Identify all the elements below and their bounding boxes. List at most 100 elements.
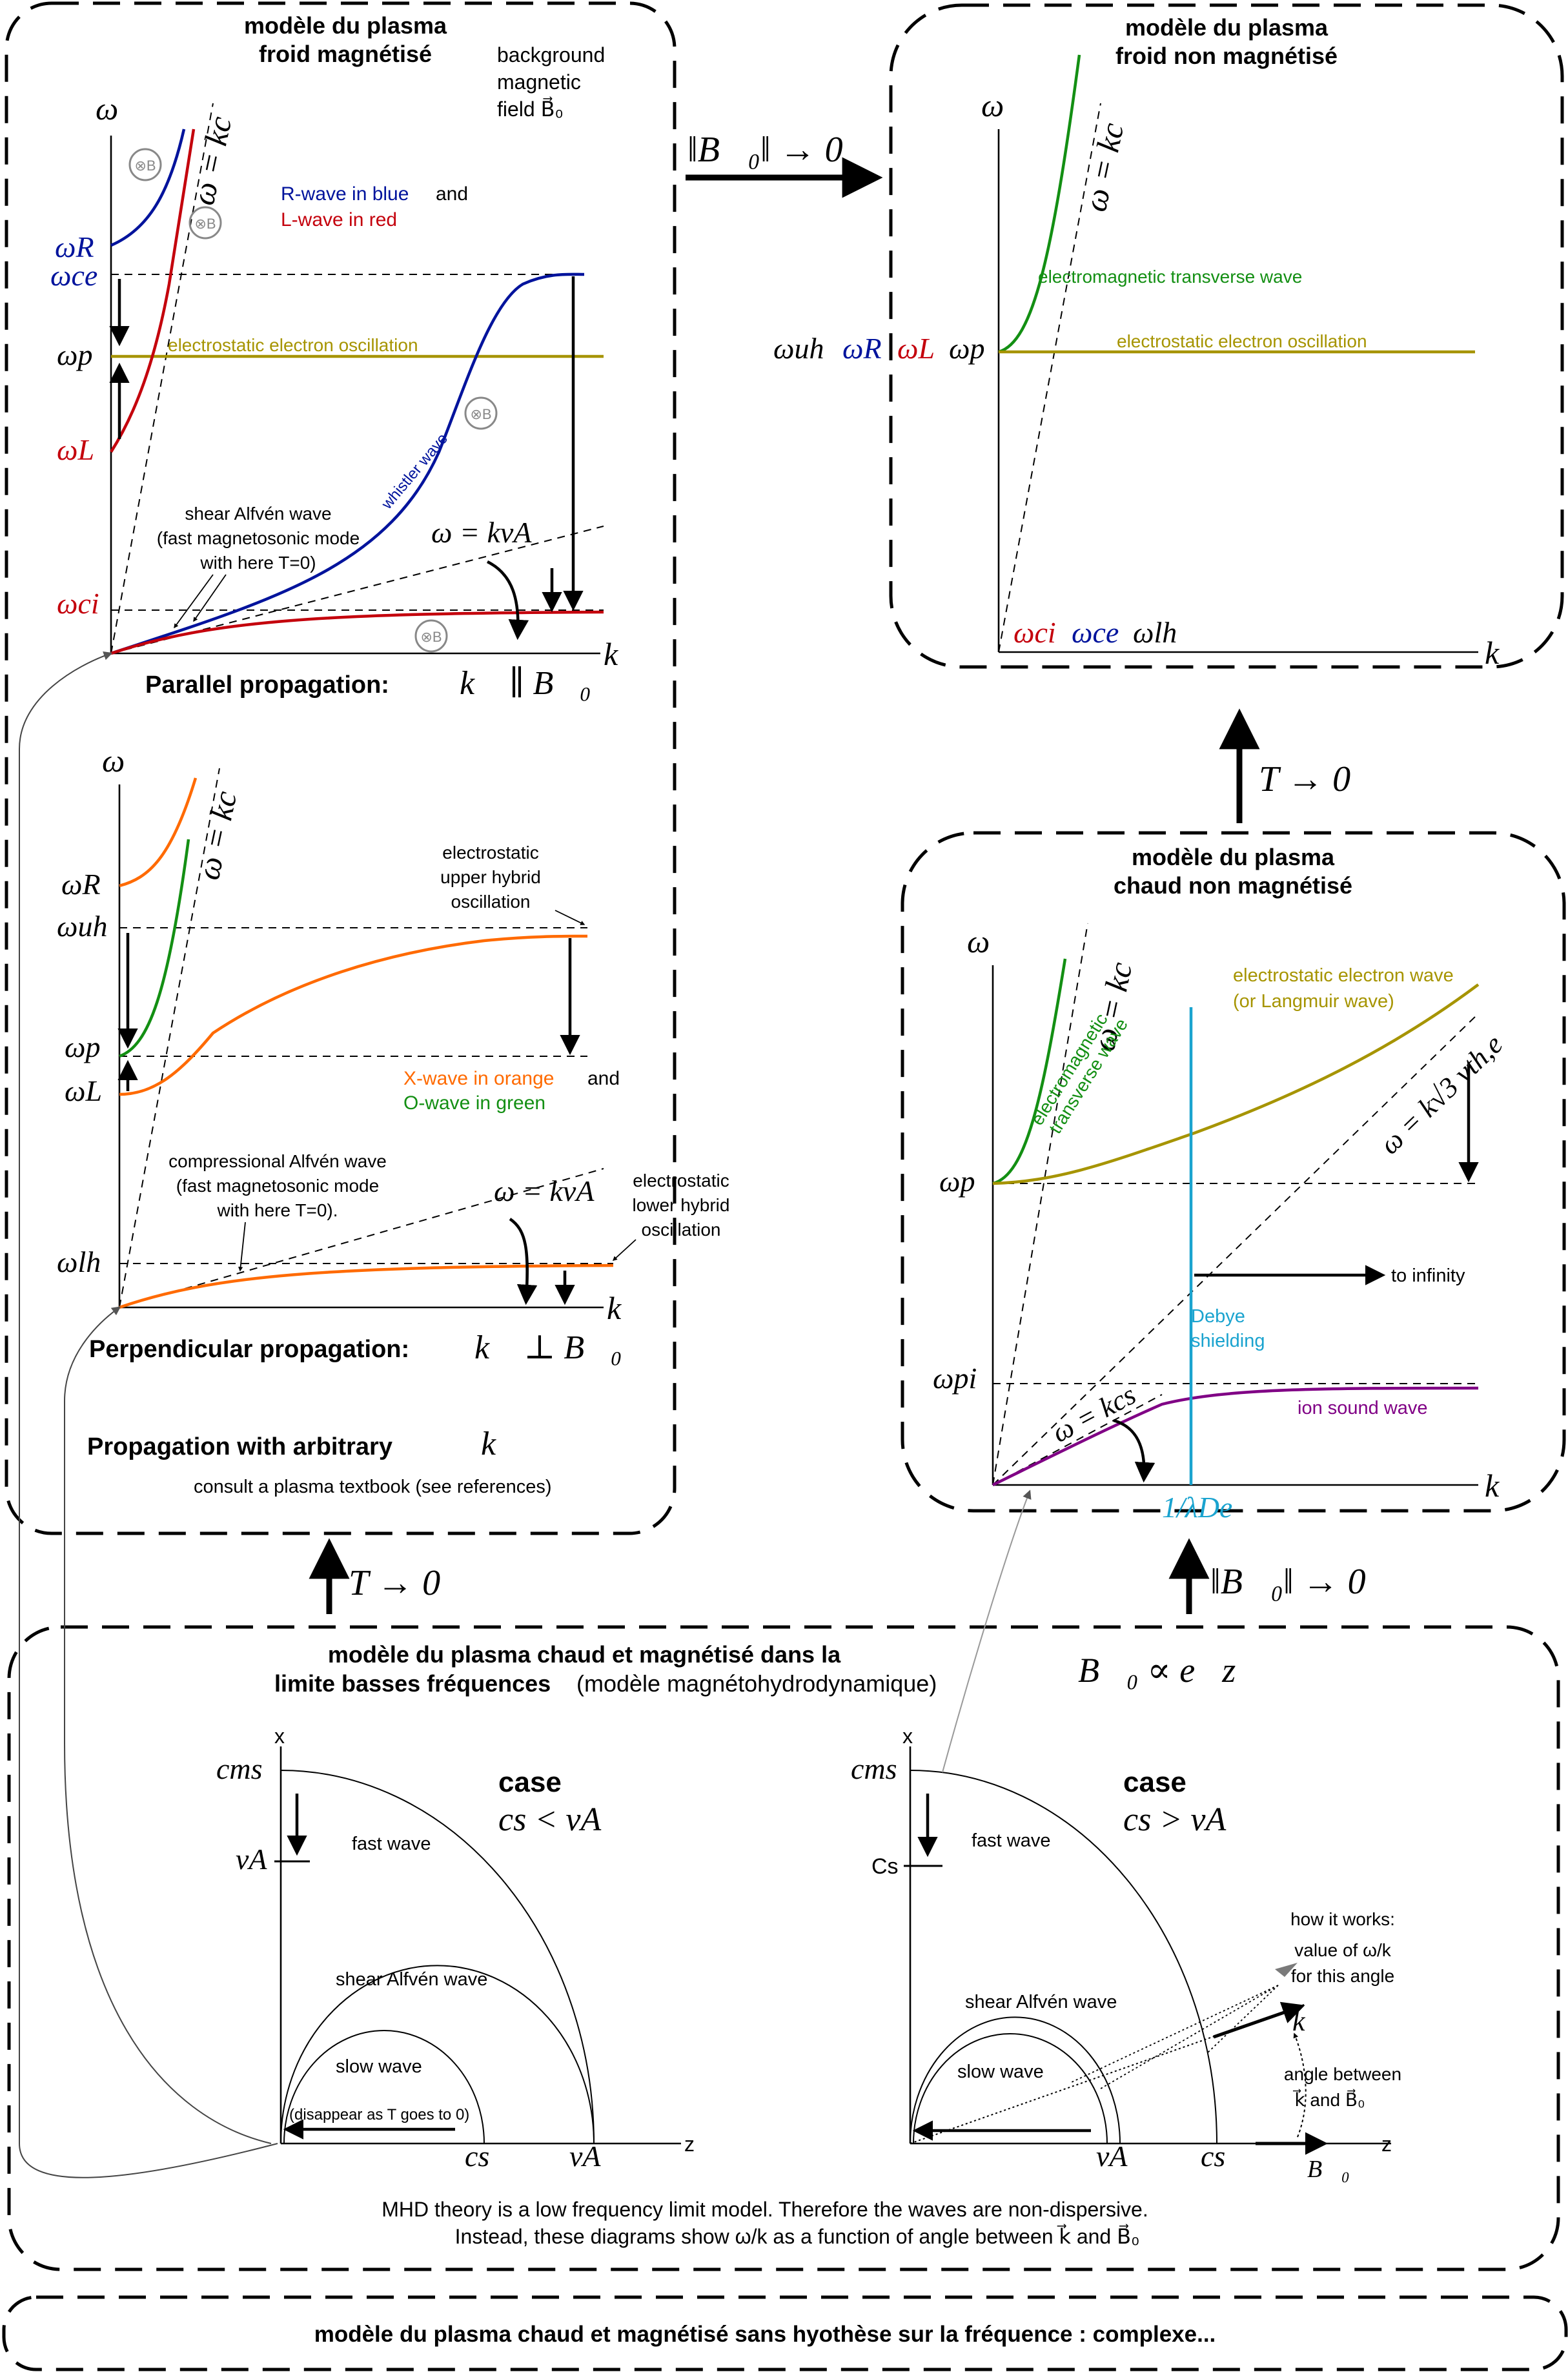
mhd-title-2-normal: (modèle magnétohydrodynamique) xyxy=(576,1670,937,1697)
parallel-y-label: ω xyxy=(96,90,118,127)
alfven-par-1: shear Alfvén wave xyxy=(185,504,331,524)
b-symbol-2: ⊗B xyxy=(194,216,216,232)
hu-langmuir-wave xyxy=(992,983,1480,1185)
hot-unmagnetized-box xyxy=(901,831,1566,1513)
mhd-right-case-math: cs > vA xyxy=(1123,1801,1226,1838)
b-symbol-1: ⊗B xyxy=(134,158,156,174)
alfven-par-pointer-1 xyxy=(174,574,214,629)
b-symbol-3: ⊗B xyxy=(470,406,491,422)
parallel-caption-math: k⃗ ∥ B⃗₀ xyxy=(460,665,591,702)
arrow-B0-right-label: ‖B⃗₀‖ → 0 xyxy=(1210,1562,1366,1602)
legend-blue: R-wave in blue xyxy=(281,183,409,205)
mhd-panel: modèle du plasma chaud et magnétisé dans… xyxy=(216,1641,1401,2248)
arrow-T-left-label: T → 0 xyxy=(349,1563,440,1603)
mhd-left-cms: cms xyxy=(216,1752,263,1785)
mhd-note-1: MHD theory is a low frequency limit mode… xyxy=(382,2198,1148,2221)
mhd-how-2: value of ω/k xyxy=(1294,1940,1391,1960)
x-wave-middle xyxy=(119,934,588,1096)
hu-lambda: 1/λDe xyxy=(1162,1491,1232,1524)
perp-omega-R: ωR xyxy=(61,868,101,901)
b-symbol-4: ⊗B xyxy=(420,629,442,645)
parallel-x-label: k xyxy=(604,636,618,672)
bg-field-3: field B⃗₀ xyxy=(497,96,564,121)
perp-kc-line xyxy=(119,768,220,1308)
omega-ci: ωci xyxy=(57,587,99,620)
cu-title-2: froid non magnétisé xyxy=(1115,43,1338,69)
mhd-title-1: modèle du plasma chaud et magnétisé dans… xyxy=(328,1641,841,1668)
hu-y-label: ω xyxy=(967,923,990,959)
mhd-angle-2: k⃗ and B⃗₀ xyxy=(1292,2089,1365,2110)
uh-label-2: upper hybrid xyxy=(440,867,541,887)
bg-field-1: background xyxy=(497,43,605,67)
mhd-left-fast-curve xyxy=(280,1770,595,2144)
mhd-right-shear: shear Alfvén wave xyxy=(965,1992,1117,2012)
perp-omega-p: ωp xyxy=(65,1030,100,1063)
mhd-left-shear-curve xyxy=(280,1965,595,2144)
mhd-right-cms: cms xyxy=(851,1752,897,1785)
perp-caption-math: k⃗ ⊥ B⃗₀ xyxy=(474,1329,622,1366)
hu-infinity-label: to infinity xyxy=(1391,1265,1465,1286)
perp-omega-L: ωL xyxy=(65,1074,102,1107)
legend-red: L-wave in red xyxy=(281,209,397,230)
rotation-b-icon xyxy=(128,148,498,653)
mhd-note-2: Instead, these diagrams show ω/k as a fu… xyxy=(455,2224,1140,2248)
omega-ce: ωce xyxy=(50,259,97,292)
alfven-par-pointer-2 xyxy=(193,574,227,622)
legend-and: and xyxy=(436,183,468,205)
cu-omega-R: ωR xyxy=(842,332,882,365)
lh-pointer xyxy=(612,1239,636,1261)
mhd-angle-arc xyxy=(1293,2032,1307,2138)
uh-pointer xyxy=(555,910,585,925)
mhd-right-cs-axis: Cs xyxy=(871,1854,899,1879)
perp-caption: Perpendicular propagation: xyxy=(89,1336,409,1363)
hu-vth-dash xyxy=(992,1013,1479,1486)
mhd-left-vA: vA xyxy=(236,1843,267,1876)
mhd-left-z-label: z xyxy=(684,2133,695,2156)
mhd-left-cs: cs xyxy=(465,2140,489,2173)
arbitrary-caption: Propagation with arbitrary xyxy=(87,1433,392,1460)
alfven-par-2: (fast magnetosonic mode xyxy=(157,528,360,548)
parallel-kc-label: ω = kc xyxy=(185,113,239,208)
connector-curves xyxy=(19,653,1032,2178)
parallel-es-label: electrostatic electron oscillation xyxy=(168,335,418,355)
perp-arrow-va-curve xyxy=(509,1218,538,1305)
mhd-b0-relation: B⃗₀ ∝ e⃗z xyxy=(1078,1651,1236,1690)
cold-unmagnetized-box xyxy=(889,3,1564,669)
mhd-left-slow: slow wave xyxy=(336,2056,422,2077)
hu-title-1: modèle du plasma xyxy=(1132,844,1335,870)
mhd-how-pointer-1 xyxy=(1207,1985,1279,2054)
perp-kc-label: ω = kc xyxy=(190,788,244,883)
legend-orange: X-wave in orange xyxy=(403,1068,554,1089)
hu-debye-1: Debye xyxy=(1191,1306,1245,1327)
transition-arrows: ‖B⃗₀‖ → 0 T → 0 T → 0 ‖B⃗₀‖ → 0 xyxy=(309,130,1366,1614)
hu-cs-label: ω = kcs xyxy=(1047,1378,1141,1448)
perpendicular-propagation-plot: ω k ω = kc ω = kvA ωR ωuh ωp ωL ωlh elec… xyxy=(57,742,729,1497)
omega-p: ωp xyxy=(57,338,92,371)
hot-magnetized-mhd-box xyxy=(7,1625,1560,2271)
ion-cyclotron-wave xyxy=(110,610,604,655)
uh-label-1: electrostatic xyxy=(442,843,538,863)
hu-debye-2: shielding xyxy=(1191,1331,1265,1351)
perp-y-label: ω xyxy=(102,742,125,779)
cu-omega-p: ωp xyxy=(949,332,984,365)
perp-omega-lh: ωlh xyxy=(57,1245,101,1278)
whistler-label: whistler wave xyxy=(378,430,451,513)
mhd-right-fast: fast wave xyxy=(972,1830,1051,1851)
mhd-left-vA-bottom: vA xyxy=(569,2140,601,2173)
parallel-va-label: ω = kvA xyxy=(431,516,532,549)
mhd-right-shear-curve xyxy=(910,2016,1121,2144)
mhd-how-pointer-2 xyxy=(1071,1985,1279,2083)
mhd-right-vA: vA xyxy=(1096,2140,1128,2173)
cold-unmagnetized-plot: modèle du plasma froid non magnétisé ω k… xyxy=(773,14,1500,671)
mhd-how-3: for this angle xyxy=(1291,1966,1394,1986)
hu-x-label: k xyxy=(1485,1468,1500,1504)
lh-label-3: oscillation xyxy=(642,1220,721,1240)
perp-va-dash xyxy=(119,1168,604,1308)
cold-mag-title-2: froid magnétisé xyxy=(259,41,432,67)
mhd-title-2-bold: limite basses fréquences xyxy=(274,1670,551,1697)
mhd-left-slow-curve xyxy=(283,2030,485,2144)
hu-es-1: electrostatic electron wave xyxy=(1233,965,1454,986)
legend-and-2: and xyxy=(587,1068,620,1089)
perp-x-label: k xyxy=(607,1290,622,1326)
